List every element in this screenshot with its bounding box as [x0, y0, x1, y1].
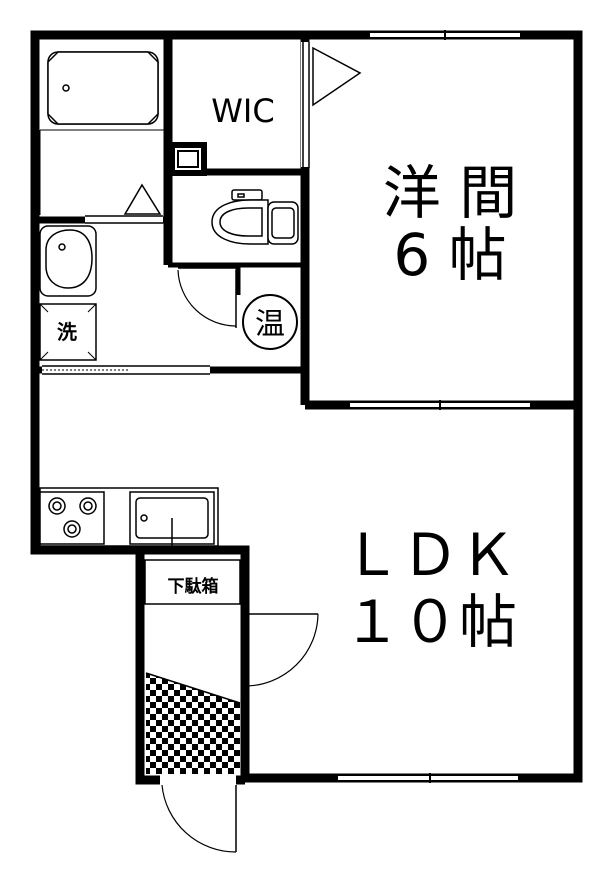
sink-drain: [140, 514, 148, 522]
bathroom-door-marker: [123, 183, 162, 215]
wic-door-marker: [312, 46, 362, 107]
bathtub-inner: [47, 51, 159, 125]
toilet-controls: [231, 189, 263, 201]
washer-pan: [39, 303, 97, 361]
wic-label: WIC: [211, 92, 274, 130]
pillar-inner: [177, 150, 199, 168]
bathtub-drain: [62, 84, 70, 92]
ldk-door-swing: [244, 613, 319, 687]
water-heater-label: 温: [255, 307, 285, 342]
western-room-label-line1: 洋 間: [383, 159, 517, 227]
entry-door-swing: [161, 784, 237, 853]
toilet: [177, 189, 299, 328]
bathroom: [39, 51, 165, 225]
windows: [338, 30, 530, 783]
window-ldk-south: [338, 773, 518, 783]
shoe-box-label: 下駄箱: [168, 576, 219, 597]
window-western-north: [370, 30, 520, 40]
western-room-label-line2: 6 帖: [393, 221, 506, 289]
window-western-south: [350, 400, 530, 410]
washer-label: 洗: [57, 320, 77, 344]
ldk-label-line1: ＬＤＫ: [343, 521, 517, 589]
entrance: [144, 559, 319, 853]
washbasin: [45, 229, 93, 289]
ldk-label-line2: １０帖: [343, 588, 517, 656]
toilet-door-swing: [177, 269, 237, 327]
kitchen: [39, 487, 219, 548]
washbasin-drain: [58, 243, 66, 251]
water-heater-icon: [242, 294, 298, 350]
wic-door: [301, 42, 362, 168]
shoe-box: [144, 559, 241, 605]
entry-step-line: [145, 672, 241, 704]
washroom: [39, 225, 210, 375]
